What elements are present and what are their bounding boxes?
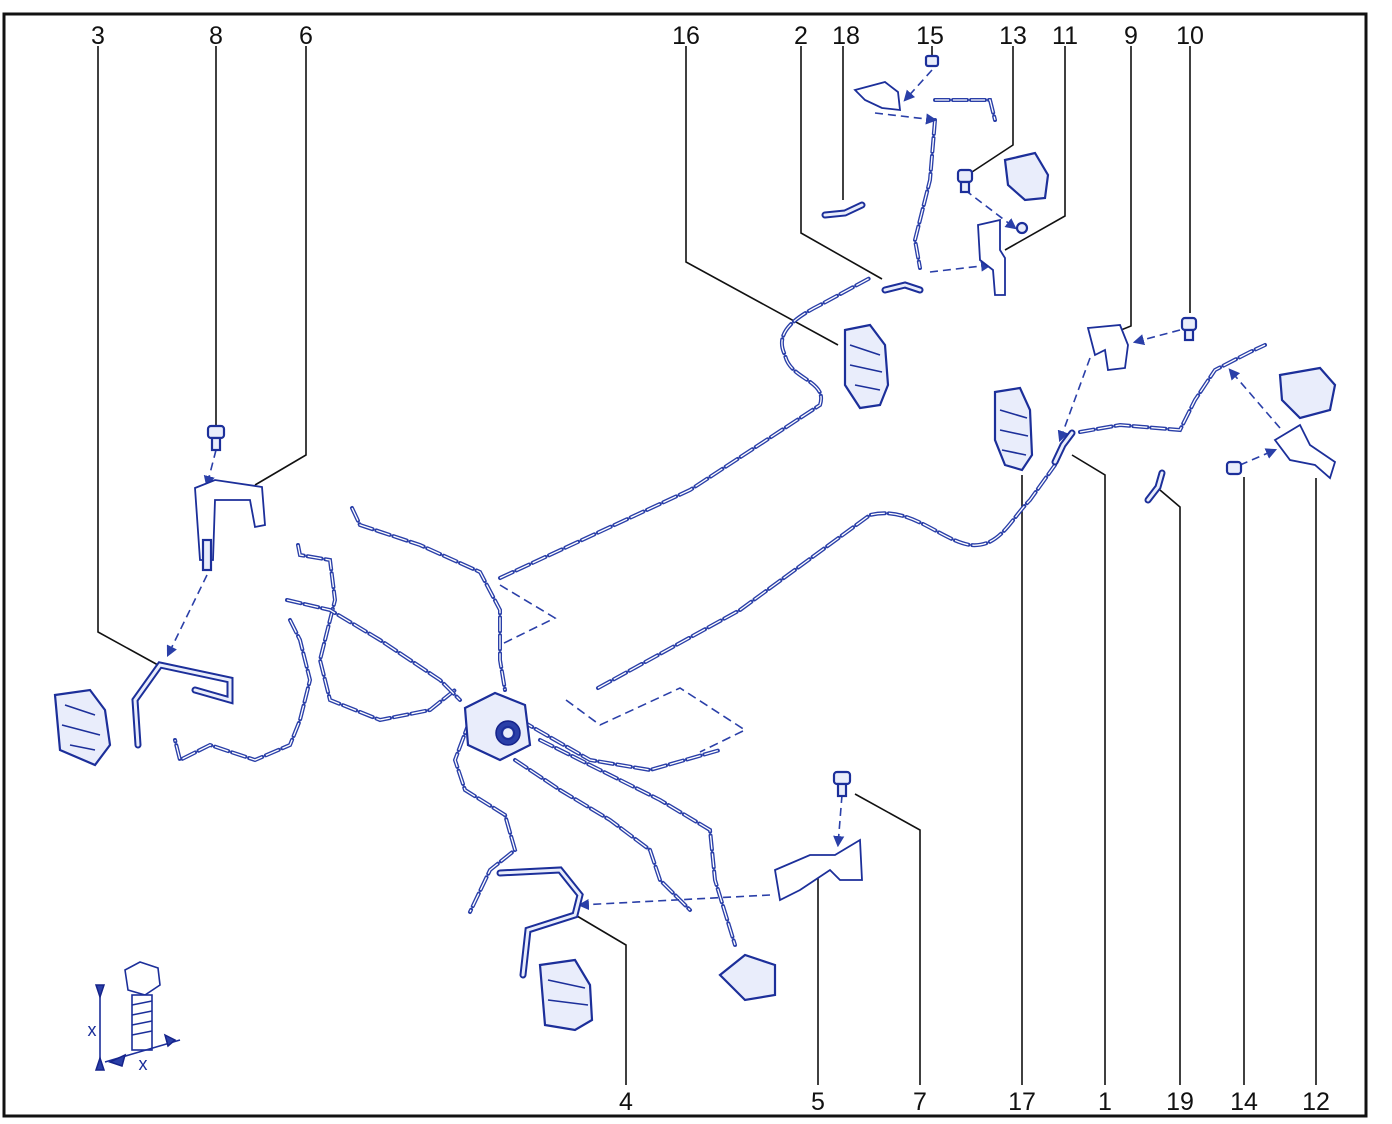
callout-label-5: 5 [811, 1088, 825, 1116]
pipe-right-front-3 [538, 738, 737, 947]
pipe-front-left-to-rear [498, 276, 872, 580]
abs-hydraulic-unit [463, 691, 532, 762]
flexible-hose-3 [131, 661, 234, 749]
pipe-right-front [452, 718, 518, 914]
pipe-left-mid [285, 598, 462, 702]
callout-label-16: 16 [672, 22, 700, 50]
bracket-9 [1086, 324, 1129, 371]
inset-dimension-vertical: x [88, 1020, 97, 1040]
callout-label-6: 6 [299, 22, 313, 50]
flexible-hose-19 [1144, 469, 1166, 504]
callout-label-15: 15 [916, 22, 944, 50]
leader-lines [97, 46, 1317, 1085]
callout-label-10: 10 [1176, 22, 1204, 50]
rear-component-17 [993, 386, 1034, 472]
bolt-14 [1225, 460, 1243, 476]
pipe-left-loop [296, 543, 457, 723]
pipe-rear-right-2 [518, 718, 722, 773]
callout-label-7: 7 [913, 1088, 927, 1116]
bolt-dimension-inset: x x [88, 961, 181, 1074]
callout-label-13: 13 [999, 22, 1027, 50]
bolt-7 [832, 770, 852, 798]
callout-label-8: 8 [209, 22, 223, 50]
callout-label-11: 11 [1052, 22, 1078, 50]
callout-label-2: 2 [794, 22, 808, 50]
caliper-front-left [53, 688, 112, 767]
pipe-right-front-2 [513, 758, 692, 912]
bracket-11 [977, 218, 1029, 296]
caliper-front-right [538, 958, 594, 1032]
pipe-upper-feed [912, 98, 997, 270]
callout-label-9: 9 [1124, 22, 1138, 50]
rear-caliper-upper [1003, 151, 1050, 202]
pipe-rear-right [596, 463, 1057, 690]
bracket-5 [773, 838, 863, 902]
flexible-hose-18 [821, 201, 866, 219]
bolt-10 [1180, 316, 1198, 342]
callout-label-18: 18 [832, 22, 860, 50]
assembly-arrows [166, 69, 1281, 911]
callout-label-19: 19 [1166, 1088, 1194, 1116]
callouts-bottom: 4 5 7 17 1 19 14 12 [619, 1088, 1330, 1116]
diagram-frame [2, 12, 1368, 1118]
upper-bracket [853, 81, 902, 112]
bolt-15 [924, 54, 940, 68]
pipe-rear-axle-right [1078, 343, 1267, 434]
phantom-outlines [499, 584, 747, 753]
inset-dimension-horizontal: x [139, 1054, 148, 1074]
rear-component-16 [843, 323, 890, 410]
rear-component-front-right [718, 953, 777, 1002]
callout-label-1: 1 [1098, 1088, 1112, 1116]
callout-label-14: 14 [1230, 1088, 1258, 1116]
bracket-12 [1273, 423, 1337, 480]
callout-label-17: 17 [1008, 1088, 1036, 1116]
brake-pipe-runs [173, 98, 1267, 947]
callout-label-12: 12 [1302, 1088, 1330, 1116]
bracket-6 [194, 479, 266, 572]
callout-label-3: 3 [91, 22, 105, 50]
flexible-hose-1 [1051, 429, 1076, 466]
flexible-hose-2 [881, 281, 924, 294]
pipe-left-long [350, 506, 507, 692]
bolt-13 [956, 168, 974, 194]
pipe-left-front [173, 618, 313, 763]
bolt-8 [206, 424, 226, 452]
caliper-rear-right [1278, 366, 1337, 420]
callout-label-4: 4 [619, 1088, 633, 1116]
callouts-top: 3 8 6 16 2 18 15 13 11 9 10 [91, 22, 1204, 50]
flexible-hose-4 [496, 866, 584, 979]
